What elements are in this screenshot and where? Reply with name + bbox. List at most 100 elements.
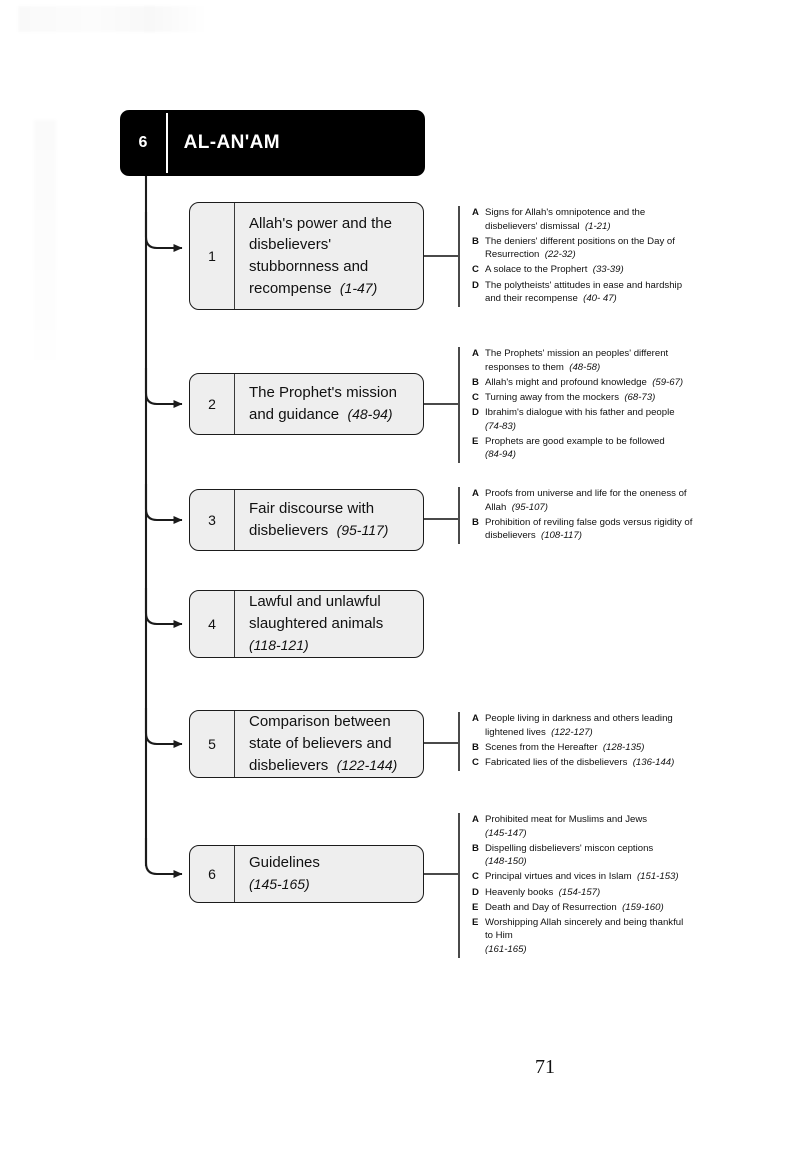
page-number: 71 [535,1056,555,1078]
sub-item-label: Ibrahim's dialogue with his father and p… [485,406,675,418]
sub-item-text: People living in darkness and others lea… [485,712,693,739]
sub-item-range: (33-39) [592,264,624,276]
section-title-text: Fair discourse with disbelievers [249,500,375,539]
sub-item-label: The polytheists' attitudes in ease and h… [485,279,683,305]
sub-item-letter: A [472,207,479,218]
sub-item-letter: C [472,756,479,768]
sub-item-text: Principal virtues and vices in Islam (15… [485,870,693,884]
sub-item-letter: A [472,814,479,825]
sub-item-text: A solace to the Prophert (33-39) [485,263,693,277]
sub-item[interactable]: A Proofs from universe and life for the … [472,487,693,514]
sub-item-label: People living in darkness and others lea… [485,713,673,738]
section-number: 2 [190,374,235,434]
sub-item[interactable]: E Death and Day of Resurrection (159-160… [472,901,693,915]
sub-item-text: Prohibition of reviling false gods versu… [485,516,693,543]
sub-item-range: (84-94) [485,449,516,461]
sub-item[interactable]: B The deniers' different positions on th… [472,235,693,262]
sub-item-label: The Prophets' mission an peoples' differ… [485,348,669,373]
section-title: Allah's power and the disbelievers' stub… [235,203,423,309]
page-number-container: 71 [0,1056,800,1079]
sub-item[interactable]: D Heavenly books (154-157) [472,886,693,900]
sub-item-letter: A [472,348,479,359]
sub-item[interactable]: C Turning away from the mockers (68-73) [472,391,693,405]
sub-item[interactable]: A People living in darkness and others l… [472,712,693,739]
sub-item-range: (145-147) [485,827,527,839]
section-range: (48-94) [347,406,393,422]
header-divider [166,113,168,173]
section-number: 4 [190,591,235,657]
section-title: Fair discourse with disbelievers (95-117… [235,490,423,550]
sub-item-text: Heavenly books (154-157) [485,886,693,900]
scan-artifact [18,6,208,32]
sub-item-letter: A [472,713,479,724]
sub-item-text: Death and Day of Resurrection (159-160) [485,901,693,915]
sub-item-label: Principal virtues and vices in Islam [485,871,632,883]
chapter-number: 6 [138,134,148,151]
section-title-text: The Prophet's mission and guidance [249,384,397,423]
sub-item[interactable]: B Dispelling disbelievers' miscon ceptio… [472,842,693,869]
sub-item[interactable]: C Fabricated lies of the disbelievers (1… [472,756,693,770]
sub-item[interactable]: D The polytheists' attitudes in ease and… [472,279,693,306]
section-title-text: Comparison between state of believers an… [249,713,392,774]
sub-item[interactable]: A Signs for Allah's omnipotence and the … [472,206,693,233]
sub-item[interactable]: E Prophets are good example to be follow… [472,435,693,462]
sub-item-text: Worshipping Allah sincerely and being th… [485,916,693,957]
sub-item-text: Fabricated lies of the disbelievers (136… [485,756,693,770]
sub-item-letter: B [472,741,479,753]
sub-item-label: Death and Day of Resurrection [485,901,617,913]
sub-item-list: A People living in darkness and others l… [458,712,693,771]
section-box[interactable]: 4 Lawful and unlawful slaughtered animal… [189,590,424,658]
sub-item-label: Allah's might and profound knowledge [485,376,647,388]
sub-item-text: Scenes from the Hereafter (128-135) [485,741,693,755]
sub-item-letter: E [472,435,479,447]
sub-item-letter: C [472,264,479,276]
section-box[interactable]: 2 The Prophet's mission and guidance (48… [189,373,424,435]
section-number: 3 [190,490,235,550]
sub-item-label: Dispelling disbelievers' miscon ceptions [485,842,654,854]
section-box[interactable]: 3 Fair discourse with disbelievers (95-1… [189,489,424,551]
sub-item-letter: D [472,279,479,291]
sub-item[interactable]: B Scenes from the Hereafter (128-135) [472,741,693,755]
sub-item[interactable]: C Principal virtues and vices in Islam (… [472,870,693,884]
section-range: (145-165) [249,876,310,892]
section-title-text: Guidelines [249,854,320,872]
sub-item-label: Prophets are good example to be followed [485,435,665,447]
sub-item[interactable]: D Ibrahim's dialogue with his father and… [472,406,693,433]
sub-item-label: A solace to the Prophert [485,264,588,276]
sub-item-letter: B [472,376,479,388]
sub-item[interactable]: A Prohibited meat for Muslims and Jews (1… [472,813,693,840]
sub-item-letter: A [472,488,479,499]
section-range: (95-117) [336,522,389,538]
sub-item-letter: B [472,842,479,854]
scan-artifact-left [34,120,56,360]
sub-item-label: Prohibited meat for Muslims and Jews [485,814,648,825]
sub-item[interactable]: B Allah's might and profound knowledge (… [472,376,693,390]
section-title: Guidelines (145-165) [235,846,423,902]
sub-item-range: (68-73) [624,391,656,403]
sub-item-label: The deniers' different positions on the … [485,235,675,261]
sub-item-letter: C [472,391,479,403]
section-range: (1-47) [339,279,378,296]
sub-item-text: Ibrahim's dialogue with his father and p… [485,406,693,433]
sub-item-range: (154-157) [558,886,601,898]
sub-item[interactable]: E Worshipping Allah sincerely and being … [472,916,693,957]
section-box[interactable]: 5 Comparison between state of believers … [189,710,424,778]
sub-item-range: (95-107) [511,501,548,513]
sub-item[interactable]: B Prohibition of reviling false gods ver… [472,516,693,543]
section-number: 6 [190,846,235,902]
sub-item[interactable]: A The Prophets' mission an peoples' diff… [472,347,693,374]
sub-item-letter: C [472,871,479,883]
sub-item-text: The deniers' different positions on the … [485,235,693,262]
section-title-text: Allah's power and the disbelievers' stub… [249,214,392,297]
section-title: Comparison between state of believers an… [235,711,423,777]
sub-item-label: Signs for Allah's omnipotence and the di… [485,207,646,232]
sub-item-range: (128-135) [602,741,645,753]
sub-item-label: Heavenly books [485,886,554,898]
sub-item-range: (122-127) [551,726,593,738]
sub-item-letter: E [472,901,479,913]
sub-item[interactable]: C A solace to the Prophert (33-39) [472,263,693,277]
sub-item-list: A Signs for Allah's omnipotence and the … [458,206,693,308]
sub-item-text: Prophets are good example to be followed… [485,435,693,462]
section-box[interactable]: 6 Guidelines (145-165) [189,845,424,903]
section-box[interactable]: 1 Allah's power and the disbelievers' st… [189,202,424,310]
